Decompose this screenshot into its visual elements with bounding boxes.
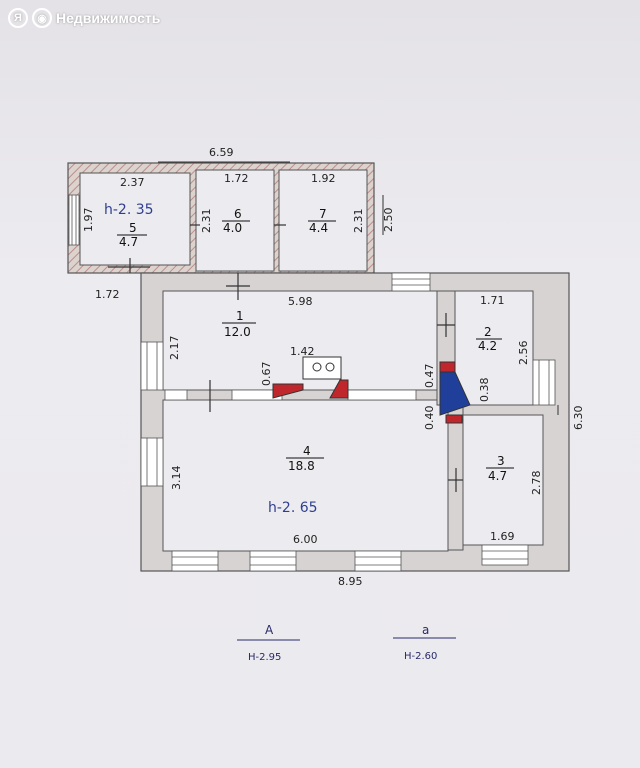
legend: A H-2.95 a H-2.60 [237, 623, 456, 663]
dim-house-height: 6.30 [572, 406, 585, 431]
dim-room3-width: 1.69 [490, 530, 515, 543]
yandex-logo-icon: Я [8, 8, 28, 28]
room-3-area: 4.7 [488, 469, 507, 483]
room-1-area: 12.0 [224, 325, 251, 339]
top-bar: Я ◉ Недвижимость [0, 0, 640, 40]
room-2-number: 2 [484, 325, 492, 339]
room-1-number: 1 [236, 309, 244, 323]
room-2-area: 4.2 [478, 339, 497, 353]
dim-room5-height: 1.97 [82, 208, 95, 233]
dim-047: 0.47 [423, 364, 436, 389]
dim-room7-width: 1.92 [311, 172, 336, 185]
dim-annex-top: 6.59 [209, 146, 234, 159]
dim-room6-height: 2.31 [200, 209, 213, 234]
dim-annex-height: 2.50 [382, 208, 395, 233]
main-walls [140, 272, 570, 572]
dim-room4-height: 3.14 [170, 466, 183, 491]
dim-house-bottom: 8.95 [338, 575, 363, 588]
dim-room3-height: 2.78 [530, 471, 543, 496]
dim-room1-height: 2.17 [168, 336, 181, 361]
room-6-number: 6 [234, 207, 242, 221]
dim-room4-width: 6.00 [293, 533, 318, 546]
annex-walls [67, 162, 375, 274]
windows [68, 194, 556, 572]
room-6-area: 4.0 [223, 221, 242, 235]
legend-a-lower-height: H-2.60 [404, 651, 437, 662]
dim-stove-height: 0.67 [260, 362, 273, 387]
dim-room5-width: 2.37 [120, 176, 145, 189]
dim-038: 0.38 [478, 378, 491, 403]
dim-room2-height: 2.56 [517, 341, 530, 366]
dim-stove-width: 1.42 [290, 345, 315, 358]
legend-a-lower-letter: a [422, 623, 429, 637]
room-5-number: 5 [129, 221, 137, 235]
marketplace-logo-icon: ◉ [32, 8, 52, 28]
room-3-number: 3 [497, 454, 505, 468]
room-5-area: 4.7 [119, 235, 138, 249]
room-4-number: 4 [303, 444, 311, 458]
main-height-label: h-2. 65 [268, 500, 318, 516]
dim-room2-width: 1.71 [480, 294, 505, 307]
legend-a-upper-height: H-2.95 [248, 652, 281, 663]
stove [272, 356, 471, 424]
dimension-lines [158, 161, 559, 415]
room-7-number: 7 [319, 207, 327, 221]
brand[interactable]: Я ◉ Недвижимость [8, 8, 160, 28]
dim-annex-bottom: 1.72 [95, 288, 120, 301]
dim-room6-width: 1.72 [224, 172, 249, 185]
room-labels: 1 12.0 2 4.2 3 4.7 4 18.8 5 4.7 6 4.0 7 … [117, 207, 514, 483]
brand-label: Недвижимость [56, 10, 161, 26]
legend-a-upper-letter: A [265, 623, 274, 637]
dim-040: 0.40 [423, 406, 436, 431]
dim-room1-width: 5.98 [288, 295, 313, 308]
annex-height-label: h-2. 35 [104, 202, 154, 218]
door-markers [108, 224, 463, 492]
room-4-area: 18.8 [288, 459, 315, 473]
dim-room7-height: 2.31 [352, 209, 365, 234]
room-7-area: 4.4 [309, 221, 328, 235]
